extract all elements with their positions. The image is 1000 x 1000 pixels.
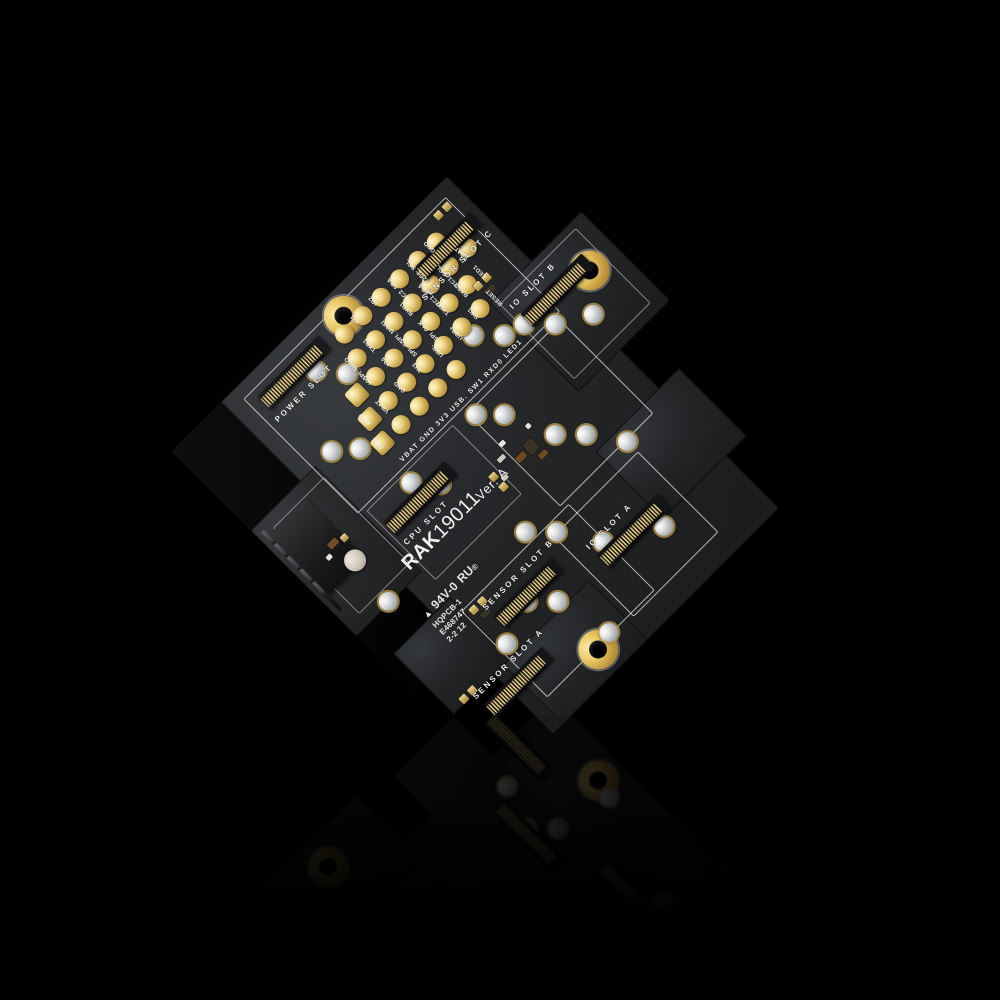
board-reflection: [0, 715, 1000, 1000]
